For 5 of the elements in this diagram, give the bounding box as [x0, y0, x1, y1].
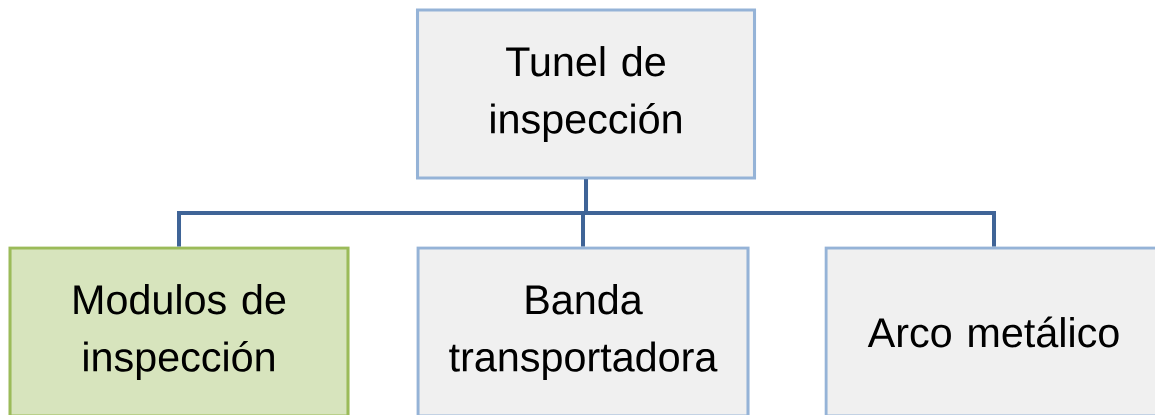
- process-box: Arco metálico: [824, 246, 1155, 415]
- connector-line: [584, 179, 996, 247]
- process-box: Tunel de inspección: [415, 8, 757, 180]
- process-box: Modulos de inspección: [8, 246, 350, 415]
- process-box: Banda transportadora: [416, 246, 750, 415]
